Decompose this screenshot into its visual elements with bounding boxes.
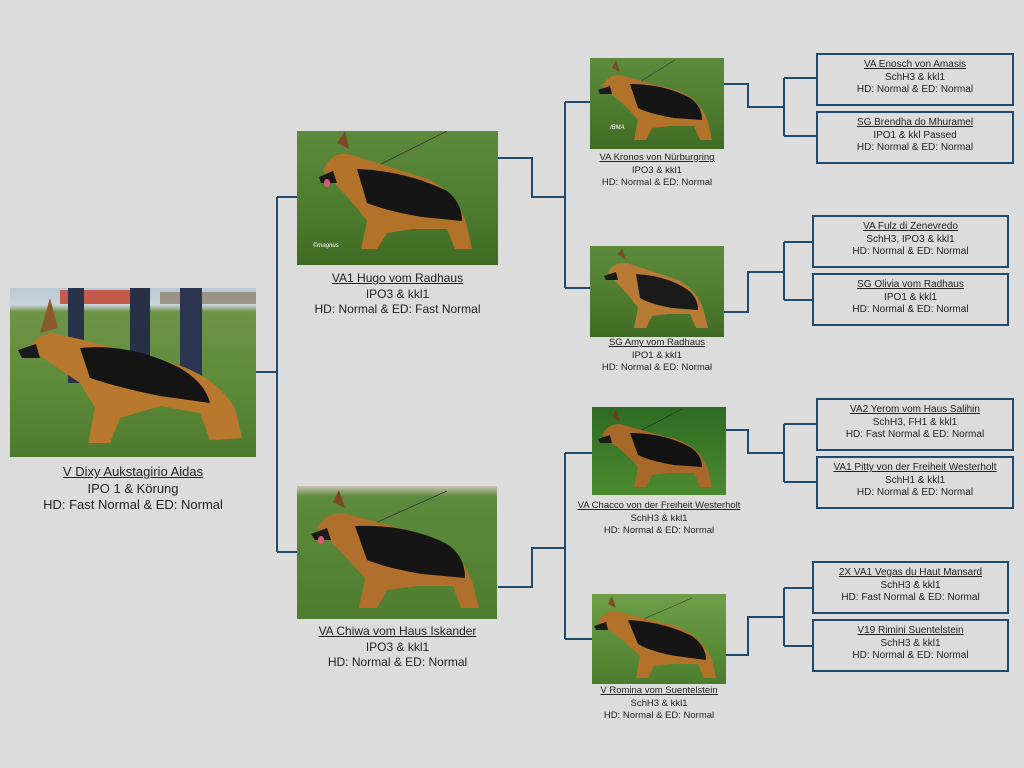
ancestor-name[interactable]: SG Brendha do Mhuramel xyxy=(856,117,974,128)
dog-image xyxy=(604,248,708,328)
ancestor-box: V19 Rimini Suentelstein SchH3 & kkl1 HD:… xyxy=(812,619,1009,672)
ancestor-name[interactable]: VA Enosch von Amasis xyxy=(863,59,967,70)
sire-title: IPO3 & kkl1 xyxy=(365,286,430,301)
ancestor-name[interactable]: VA Fulz di Zenevredo xyxy=(863,221,958,232)
ancestor-health: HD: Normal & ED: Normal xyxy=(852,304,969,315)
sire-sire-label: VA Kronos von Nürburgring IPO3 & kkl1 HD… xyxy=(577,152,737,190)
ancestor-title: IPO1 & kkl1 xyxy=(884,291,937,303)
sire-dam-label: SG Amy vom Radhaus IPO1 & kkl1 HD: Norma… xyxy=(577,337,737,375)
ancestor-box: SG Olivia vom Radhaus IPO1 & kkl1 HD: No… xyxy=(812,273,1009,326)
dog-image xyxy=(594,596,716,678)
ancestor-name[interactable]: SG Olivia vom Radhaus xyxy=(857,279,964,290)
ancestor-title: SchH3 & kkl1 xyxy=(880,579,941,591)
sire-sire-photo: IBMA xyxy=(590,58,724,149)
ancestor-health: HD: Normal & ED: Normal xyxy=(856,487,974,498)
dog-image xyxy=(18,288,256,443)
ancestor-box: VA Fulz di Zenevredo SchH3, IPO3 & kkl1 … xyxy=(812,215,1009,268)
ancestor-health: HD: Fast Normal & ED: Normal xyxy=(845,429,985,440)
dam-dam-label: V Romina vom Suentelstein SchH3 & kkl1 H… xyxy=(577,685,741,723)
ancestor-title: SchH1 & kkl1 xyxy=(884,474,946,486)
sire-dam-name[interactable]: SG Amy vom Radhaus xyxy=(608,337,706,348)
dog-image xyxy=(598,408,712,487)
dam-sire-title: SchH3 & kkl1 xyxy=(630,512,688,524)
dog-image xyxy=(311,490,479,608)
dog-image xyxy=(319,131,472,249)
subject-health: HD: Fast Normal & ED: Normal xyxy=(43,497,223,513)
sire-photo: ©magnus xyxy=(297,131,498,265)
dam-sire-health: HD: Normal & ED: Normal xyxy=(603,525,715,536)
ancestor-health: HD: Fast Normal & ED: Normal xyxy=(841,592,980,603)
subject-title: IPO 1 & Körung xyxy=(87,480,179,496)
ancestor-box: VA1 Pitty von der Freiheit Westerholt Sc… xyxy=(816,456,1014,509)
ancestor-title: SchH3, IPO3 & kkl1 xyxy=(866,233,955,245)
ancestor-name[interactable]: 2X VA1 Vegas du Haut Mansard xyxy=(838,567,983,578)
dam-title: IPO3 & kkl1 xyxy=(365,639,430,654)
ancestor-name[interactable]: VA1 Pitty von der Freiheit Westerholt xyxy=(833,462,997,473)
dam-photo xyxy=(297,486,497,619)
dam-dam-photo xyxy=(592,594,726,684)
ancestor-box: VA2 Yerom vom Haus Salihin SchH3, FH1 & … xyxy=(816,398,1014,451)
ancestor-box: VA Enosch von Amasis SchH3 & kkl1 HD: No… xyxy=(816,53,1014,106)
ancestor-name[interactable]: V19 Rimini Suentelstein xyxy=(857,625,964,636)
dam-dam-name[interactable]: V Romina vom Suentelstein xyxy=(600,685,718,696)
ancestor-title: SchH3 & kkl1 xyxy=(884,71,946,83)
dam-sire-label: VA Chacco von der Freiheit Westerholt Sc… xyxy=(577,500,741,538)
subject-name[interactable]: V Dixy Aukstagirio Aidas xyxy=(62,464,204,479)
sire-sire-health: HD: Normal & ED: Normal xyxy=(601,177,713,188)
sire-sire-name[interactable]: VA Kronos von Nürburgring xyxy=(599,152,715,163)
dam-dam-health: HD: Normal & ED: Normal xyxy=(603,710,715,721)
sire-dam-title: IPO1 & kkl1 xyxy=(631,349,683,361)
ancestor-health: HD: Normal & ED: Normal xyxy=(852,650,969,661)
ancestor-box: SG Brendha do Mhuramel IPO1 & kkl Passed… xyxy=(816,111,1014,164)
dog-image xyxy=(598,59,712,140)
sire-label: VA1 Hugo vom Radhaus IPO3 & kkl1 HD: Nor… xyxy=(287,271,508,318)
sire-dam-photo xyxy=(590,246,724,337)
dam-dam-title: SchH3 & kkl1 xyxy=(630,697,688,709)
sire-sire-title: IPO3 & kkl1 xyxy=(631,164,683,176)
ancestor-title: SchH3, FH1 & kkl1 xyxy=(872,416,958,428)
dam-label: VA Chiwa vom Haus Iskander IPO3 & kkl1 H… xyxy=(287,624,508,671)
ancestor-title: IPO1 & kkl Passed xyxy=(873,129,957,141)
subject-label: V Dixy Aukstagirio Aidas IPO 1 & Körung … xyxy=(0,464,266,514)
ancestor-health: HD: Normal & ED: Normal xyxy=(852,246,969,257)
dam-health: HD: Normal & ED: Normal xyxy=(327,655,468,669)
ancestor-name[interactable]: VA2 Yerom vom Haus Salihin xyxy=(850,404,980,415)
subject-photo xyxy=(10,288,256,457)
dam-name[interactable]: VA Chiwa vom Haus Iskander xyxy=(318,624,477,638)
sire-sire-photo-credit: IBMA xyxy=(610,125,625,131)
ancestor-health: HD: Normal & ED: Normal xyxy=(856,142,974,153)
sire-photo-credit: ©magnus xyxy=(313,243,339,249)
ancestor-health: HD: Normal & ED: Normal xyxy=(856,84,974,95)
dam-sire-name[interactable]: VA Chacco von der Freiheit Westerholt xyxy=(577,500,741,511)
ancestor-box: 2X VA1 Vegas du Haut Mansard SchH3 & kkl… xyxy=(812,561,1009,614)
ancestor-title: SchH3 & kkl1 xyxy=(880,637,941,649)
sire-dam-health: HD: Normal & ED: Normal xyxy=(601,362,713,373)
sire-name[interactable]: VA1 Hugo vom Radhaus xyxy=(331,271,464,285)
dam-sire-photo xyxy=(592,407,726,495)
sire-health: HD: Normal & ED: Fast Normal xyxy=(314,302,481,316)
